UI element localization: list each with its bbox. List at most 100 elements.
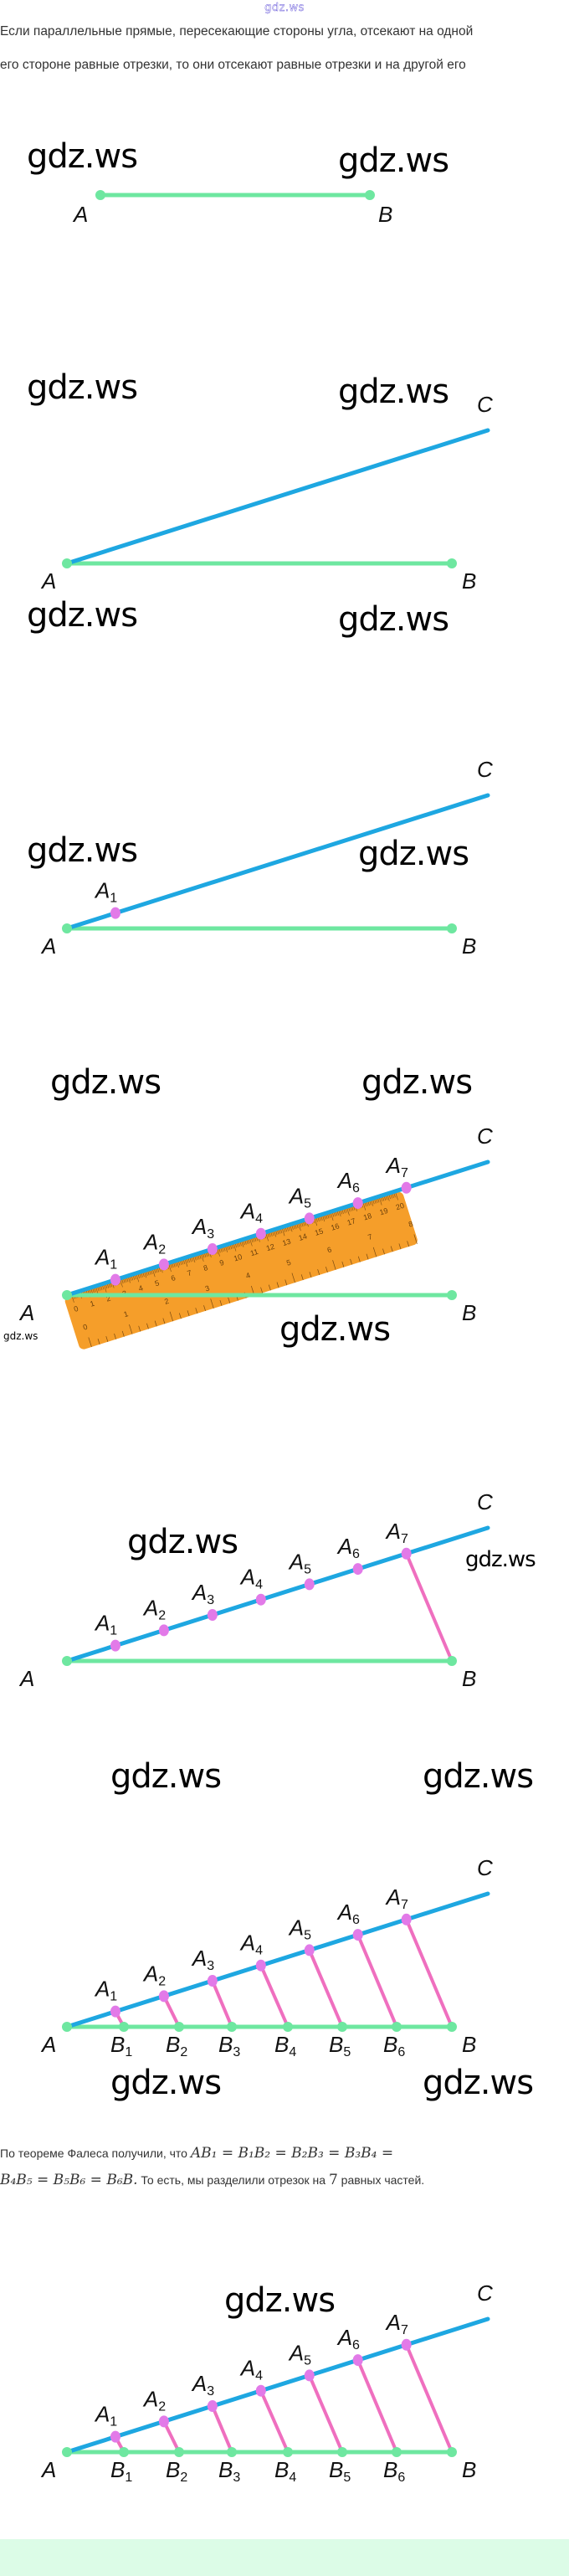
ray-ac	[64, 2316, 490, 2455]
point-b	[447, 923, 457, 933]
point-a-sub	[255, 1227, 266, 1240]
watermark: gdz.ws	[361, 1063, 473, 1102]
label-b-sub-subscript: 1	[125, 2471, 132, 2485]
ruler-tick	[272, 1231, 274, 1237]
line-a7-b	[404, 1552, 454, 1662]
label-b-sub: B3	[218, 2032, 240, 2059]
ruler-tick	[218, 1248, 221, 1253]
point-b-sub	[227, 2022, 237, 2032]
point-a	[62, 1290, 72, 1300]
point-a-sub	[401, 1547, 412, 1560]
ruler-tick	[276, 1282, 279, 1288]
ray-ac	[64, 1525, 490, 1663]
label-a: A	[40, 933, 56, 959]
ruler-inch-number: 7	[367, 1232, 373, 1242]
label-a-sub: A4	[239, 2356, 263, 2383]
ruler-tick	[331, 1213, 334, 1221]
ruler-tick	[197, 1255, 200, 1260]
ruler-tick	[282, 1228, 285, 1237]
ruler-tick	[290, 1226, 293, 1232]
theorem-suffix-end: равных частей.	[337, 2173, 425, 2187]
ruler-tick	[320, 1216, 323, 1221]
label-b-sub-subscript: 2	[180, 2471, 187, 2485]
point-b-sub	[227, 2447, 237, 2457]
ruler-tick	[249, 1238, 253, 1247]
ruler-tick	[343, 1209, 346, 1214]
ruler-tick	[346, 1208, 350, 1216]
ruler-tick	[202, 1253, 205, 1258]
ruler-tick	[128, 1277, 131, 1283]
ruler-tick	[269, 1232, 271, 1237]
ruler-tick	[283, 1227, 286, 1232]
label-b-sub-subscript: 6	[397, 2045, 405, 2059]
point-a-sub	[110, 1639, 120, 1652]
ruler-tick	[385, 1195, 388, 1201]
ruler-tick	[395, 1192, 398, 1201]
label-a-sub-subscript: 2	[158, 1608, 166, 1622]
ruler-tick	[168, 1264, 172, 1273]
parallel-line	[259, 1964, 290, 2028]
label-b-sub: B3	[218, 2457, 240, 2485]
label-a-sub-subscript: 5	[304, 1928, 311, 1942]
ruler-tick	[130, 1277, 132, 1282]
ruler-tick	[390, 1246, 393, 1252]
site-logo[interactable]: gdz.ws	[264, 2, 305, 14]
label-a-sub: A3	[191, 2371, 214, 2399]
ruler-tick	[335, 1211, 338, 1216]
footer-bar	[0, 2539, 569, 2576]
parallel-line	[162, 1995, 181, 2028]
point-b-sub	[392, 2022, 402, 2032]
label-a-sub: A2	[142, 1229, 166, 1257]
ruler-tick	[243, 1241, 245, 1246]
watermark: gdz.ws	[27, 137, 138, 176]
ruler-number: 4	[137, 1283, 144, 1293]
ruler-tick	[374, 1199, 377, 1204]
label-b-sub-subscript: 6	[397, 2471, 405, 2485]
label-a: A	[18, 1300, 34, 1325]
ruler-tick	[196, 1255, 198, 1260]
ruler-tick	[230, 1245, 233, 1250]
ruler-tick	[275, 1231, 278, 1235]
ruler-tick	[142, 1273, 145, 1278]
ruler-tick	[136, 1274, 140, 1283]
watermark: gdz.ws	[279, 1310, 391, 1349]
point-a-sub	[207, 1609, 218, 1622]
watermark: gdz.ws	[465, 1547, 536, 1572]
ruler-tick	[92, 1288, 95, 1293]
label-a-sub-subscript: 1	[110, 1990, 117, 2004]
point-a	[62, 558, 72, 568]
watermark: gdz.ws	[110, 1757, 222, 1796]
ruler-tick	[157, 1267, 160, 1273]
ruler-tick	[131, 1276, 134, 1281]
ruler-tick	[265, 1233, 269, 1242]
label-a-sub-subscript: 6	[352, 2338, 360, 2352]
ruler-tick	[114, 1333, 116, 1339]
ruler-tick	[97, 1339, 100, 1345]
ruler-tick	[233, 1243, 237, 1252]
label-a: A	[40, 2032, 56, 2057]
label-a-sub-subscript: 5	[304, 1562, 311, 1576]
ruler-tick	[367, 1201, 370, 1206]
ruler-tick	[280, 1229, 283, 1234]
ruler-tick	[369, 1201, 372, 1206]
ruler-tick	[173, 1262, 176, 1267]
label-a: A	[40, 2457, 56, 2482]
ruler-tick	[357, 1256, 361, 1262]
ruler-tick	[371, 1200, 374, 1206]
label-a-sub: A2	[142, 1595, 166, 1622]
label-b: B	[462, 2032, 476, 2057]
ruler-tick	[284, 1227, 288, 1232]
parallel-line	[259, 2389, 290, 2453]
ruler-tick	[314, 1218, 318, 1226]
ruler-number: 9	[218, 1258, 225, 1267]
ruler-tick	[104, 1284, 107, 1293]
point-a	[62, 923, 72, 933]
ruler-tick	[270, 1231, 273, 1237]
point-a	[62, 1656, 72, 1666]
ruler-number: 17	[346, 1216, 357, 1227]
label-a-sub: A2	[142, 1961, 166, 1988]
label-b: B	[378, 202, 392, 227]
label-a-sub: A1	[94, 1611, 117, 1638]
point-b	[447, 558, 457, 568]
